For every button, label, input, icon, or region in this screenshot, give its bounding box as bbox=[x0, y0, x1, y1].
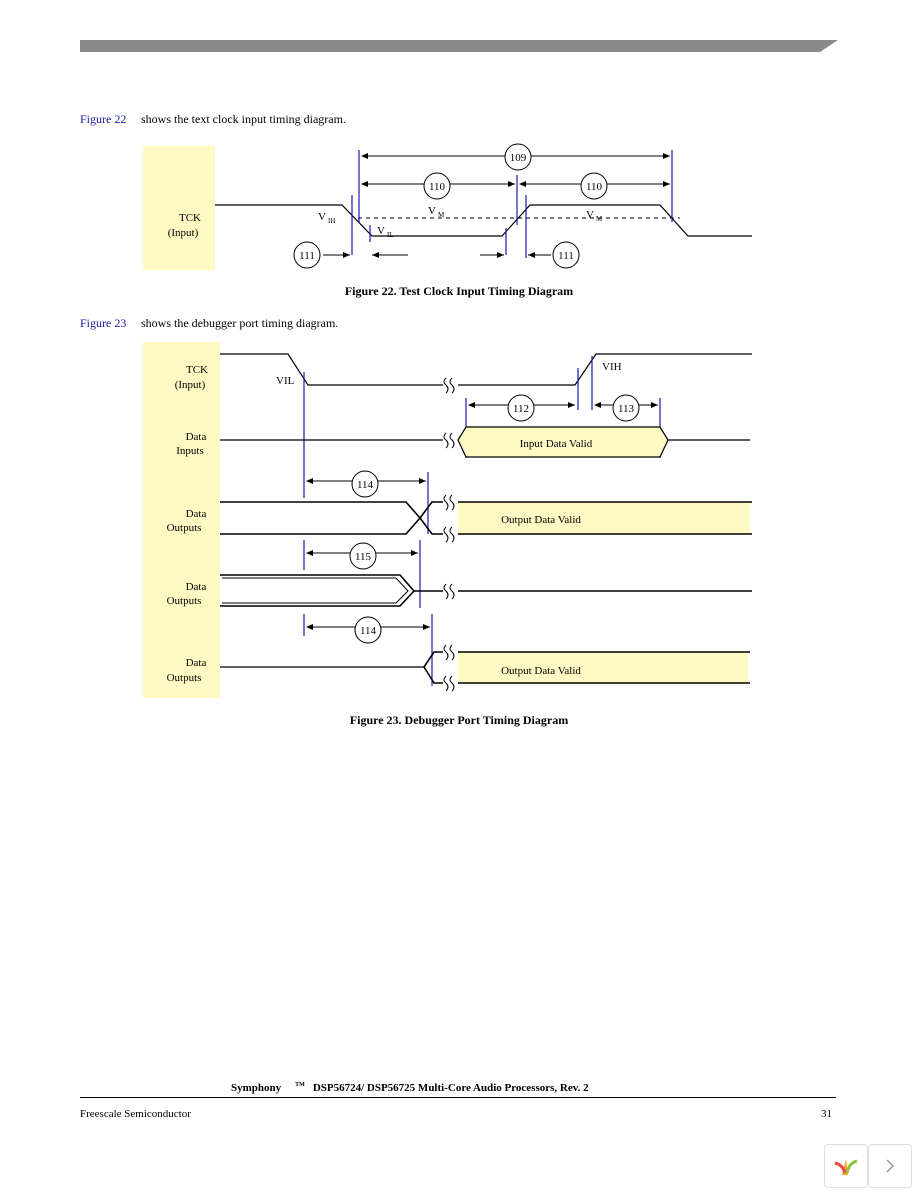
figure-23-caption: Figure 23. Debugger Port Timing Diagram bbox=[349, 713, 569, 727]
fig23-data-inputs: Data bbox=[186, 431, 207, 443]
fig23-data-outputs-2: Data bbox=[186, 581, 207, 593]
fig22-label-box bbox=[143, 146, 215, 270]
timing-114-badge-1 bbox=[351, 470, 379, 498]
svg-text:113: 113 bbox=[618, 403, 635, 415]
svg-text:115: 115 bbox=[355, 551, 372, 563]
fig22-clock-waveform bbox=[215, 204, 752, 237]
timing-114-badge-2 bbox=[354, 616, 382, 644]
figure-23-link[interactable]: Figure 23 bbox=[80, 316, 127, 330]
viewer-logo-icon bbox=[834, 1159, 858, 1175]
footer-company: Freescale Semiconductor bbox=[80, 1108, 191, 1120]
fig23-tck: TCK bbox=[186, 364, 208, 376]
timing-111-badge-2 bbox=[552, 241, 580, 269]
fig23-vil-label: VIL bbox=[276, 375, 295, 387]
footer-divider bbox=[80, 1097, 836, 1098]
timing-112-badge bbox=[507, 394, 535, 422]
fig22-signal: TCK bbox=[179, 212, 201, 224]
page-number: 31 bbox=[821, 1108, 832, 1120]
chevron-right-icon bbox=[886, 1159, 895, 1173]
timing-111-badge-1 bbox=[293, 241, 321, 269]
fig23-output1-waveform bbox=[220, 501, 422, 535]
fig23-vih-label: VIH bbox=[602, 361, 622, 373]
svg-text:Inputs: Inputs bbox=[176, 445, 204, 457]
timing-115-badge bbox=[349, 542, 377, 570]
figure-22-caption: Figure 22. Test Clock Input Timing Diagr… bbox=[344, 284, 574, 298]
fig23-tck-waveform bbox=[220, 353, 443, 386]
svg-text:Input Data Valid: Input Data Valid bbox=[520, 438, 593, 450]
header-bar bbox=[80, 40, 838, 52]
svg-text:Outputs: Outputs bbox=[167, 672, 202, 684]
fig23-data-outputs-1: Data bbox=[186, 508, 207, 520]
timing-109-badge bbox=[504, 143, 532, 171]
svg-text:112: 112 bbox=[513, 403, 529, 415]
svg-text:110: 110 bbox=[586, 181, 603, 193]
timing-110-badge-1 bbox=[423, 172, 451, 200]
figure-22-link[interactable]: Figure 22 bbox=[80, 112, 127, 126]
svg-text:111: 111 bbox=[558, 250, 574, 262]
next-page-button[interactable] bbox=[868, 1144, 912, 1188]
svg-text:(Input): (Input) bbox=[175, 379, 206, 391]
fig23-label-box bbox=[143, 342, 220, 698]
svg-text:Output Data Valid: Output Data Valid bbox=[501, 514, 581, 526]
fig22-timing-markers bbox=[351, 150, 673, 258]
timing-110-badge-2 bbox=[580, 172, 608, 200]
svg-text:109: 109 bbox=[510, 152, 527, 164]
svg-text:114: 114 bbox=[357, 479, 374, 491]
figure-23-diagram: TCK (Input) Data Inputs Data Outputs Dat… bbox=[143, 342, 752, 698]
svg-text:Output Data Valid: Output Data Valid bbox=[501, 665, 581, 677]
svg-text:114: 114 bbox=[360, 625, 377, 637]
viewer-logo-button[interactable] bbox=[824, 1144, 868, 1188]
svg-text:111: 111 bbox=[299, 250, 315, 262]
fig23-output2-waveform bbox=[220, 574, 416, 607]
output-data-valid-region-2 bbox=[458, 652, 748, 683]
svg-text:110: 110 bbox=[429, 181, 446, 193]
svg-text:Outputs: Outputs bbox=[167, 522, 202, 534]
timing-113-badge bbox=[612, 394, 640, 422]
svg-text:Outputs: Outputs bbox=[167, 595, 202, 607]
output-data-valid-region-1 bbox=[458, 502, 750, 534]
fig22-signal-sub: (Input) bbox=[168, 227, 199, 239]
fig23-data-outputs-3: Data bbox=[186, 657, 207, 669]
